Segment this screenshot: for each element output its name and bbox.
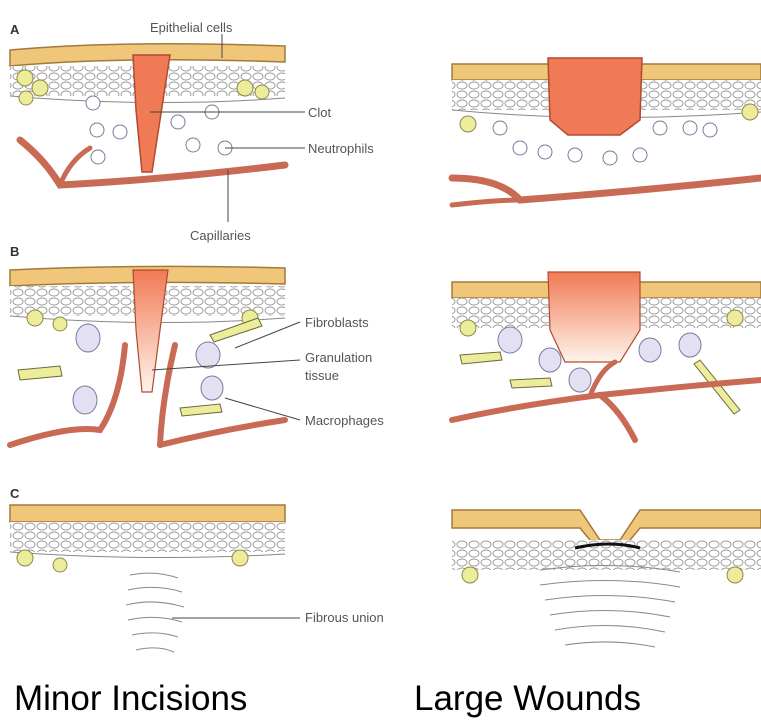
label-granulation-tissue: tissue <box>305 368 339 383</box>
panel-b-right <box>452 272 761 440</box>
label-fibroblasts: Fibroblasts <box>305 315 369 330</box>
panel-b-left <box>10 266 285 445</box>
label-clot: Clot <box>308 105 332 120</box>
panel-label-b: B <box>10 244 19 259</box>
panel-label-a: A <box>10 22 20 37</box>
panel-c-right <box>452 510 761 647</box>
label-macrophages: Macrophages <box>305 413 384 428</box>
label-capillaries: Capillaries <box>190 228 251 243</box>
panel-label-c: C <box>10 486 20 501</box>
label-epithelial-cells: Epithelial cells <box>150 20 233 35</box>
label-fibrous-union: Fibrous union <box>305 610 384 625</box>
panel-a-right <box>452 58 761 205</box>
panel-c-left <box>10 505 285 652</box>
label-neutrophils: Neutrophils <box>308 141 374 156</box>
label-granulation: Granulation <box>305 350 372 365</box>
caption-minor-incisions: Minor Incisions <box>14 679 247 718</box>
caption-large-wounds: Large Wounds <box>414 679 641 718</box>
leader-macrophages <box>225 398 300 420</box>
panel-a-left <box>10 44 285 185</box>
